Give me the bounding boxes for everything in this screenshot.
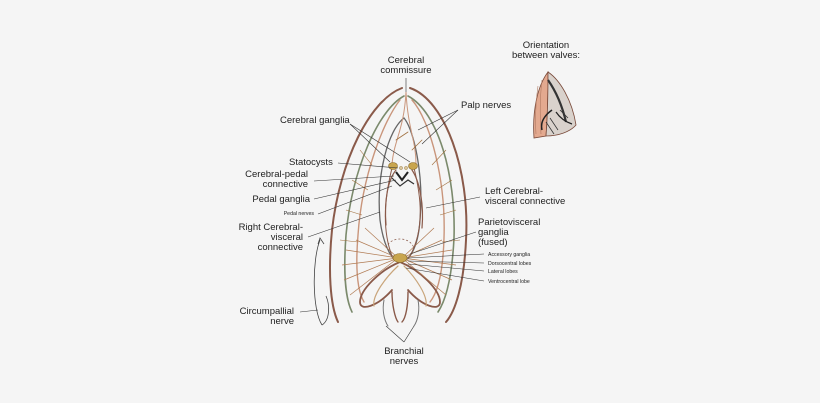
label-right-cv-2: visceral bbox=[271, 232, 303, 243]
label-parietovisceral-3: (fused) bbox=[478, 237, 508, 248]
label-branchial-1: Branchial bbox=[384, 346, 424, 357]
orientation-shell-icon bbox=[533, 70, 577, 139]
cerebral-ganglia-shape bbox=[388, 162, 418, 170]
labels: Cerebral commissure Orientation between … bbox=[239, 40, 580, 367]
label-parietovisceral-2: ganglia bbox=[478, 227, 509, 238]
label-ventrocentral-lobe: Ventrocentral lobe bbox=[488, 279, 530, 285]
label-pedal-nerves: Pedal nerves bbox=[284, 211, 315, 217]
parietovisceral-ganglia-shape bbox=[392, 253, 408, 263]
label-cerebral-ganglia: Cerebral ganglia bbox=[280, 115, 350, 126]
label-orientation-1: Orientation bbox=[523, 40, 569, 51]
nervous-system-drawing bbox=[329, 87, 468, 327]
label-dorsocentral-lobes: Dorsocentral lobes bbox=[488, 261, 532, 267]
label-right-cv-3: connective bbox=[258, 242, 303, 253]
label-right-cv-1: Right Cerebral- bbox=[239, 222, 303, 233]
label-statocysts: Statocysts bbox=[289, 157, 333, 168]
label-circumpallial-1: Circumpallial bbox=[240, 306, 294, 317]
label-palp-nerves: Palp nerves bbox=[461, 100, 511, 111]
label-orientation-2: between valves: bbox=[512, 50, 580, 61]
label-accessory-ganglia: Accessory ganglia bbox=[488, 252, 530, 258]
label-left-cv-2: visceral connective bbox=[485, 196, 565, 207]
label-cerebral-pedal-1: Cerebral-pedal bbox=[245, 169, 308, 180]
leader-lines bbox=[299, 78, 485, 343]
label-branchial-2: nerves bbox=[390, 356, 419, 367]
label-lateral-lobes: Lateral lobes bbox=[488, 269, 518, 275]
label-pedal-ganglia: Pedal ganglia bbox=[252, 194, 310, 205]
label-left-cv-1: Left Cerebral- bbox=[485, 186, 543, 197]
circumpallial-arrow-icon bbox=[313, 237, 330, 326]
label-cerebral-commissure-1: Cerebral bbox=[388, 55, 424, 66]
label-circumpallial-2: nerve bbox=[270, 316, 294, 327]
label-cerebral-commissure-2: commissure bbox=[380, 65, 431, 76]
label-parietovisceral-1: Parietovisceral bbox=[478, 217, 540, 228]
label-cerebral-pedal-2: connective bbox=[263, 179, 308, 190]
